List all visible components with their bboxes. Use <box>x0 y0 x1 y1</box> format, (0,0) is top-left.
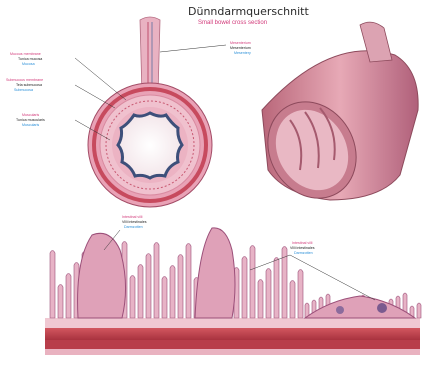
villus <box>290 281 295 319</box>
villus <box>162 277 167 319</box>
villus <box>266 269 271 319</box>
villus <box>274 258 279 319</box>
villus <box>417 303 421 318</box>
villus <box>146 254 151 319</box>
villus <box>178 255 183 319</box>
villus <box>170 266 175 319</box>
villus <box>130 276 135 319</box>
mesentery-label-en: Mesentery <box>234 52 251 56</box>
villus <box>50 251 55 319</box>
mucous-label-en: Mucosa <box>22 63 35 67</box>
villus <box>186 244 191 319</box>
villus <box>242 257 247 319</box>
villus <box>58 285 63 319</box>
villus <box>138 265 143 319</box>
villi-left-label-en: Darmzotten <box>124 226 143 230</box>
submucous-label-en: Submucosa <box>14 89 33 93</box>
cross-section <box>88 83 212 207</box>
villus <box>154 243 159 319</box>
villi-section <box>45 228 421 355</box>
villus <box>250 246 255 319</box>
villi-right-label-en: Darmzotten <box>294 252 313 256</box>
villus <box>258 280 263 319</box>
villus <box>298 270 303 319</box>
muscularis-label-en: Muscularis <box>22 124 39 128</box>
tube-3d <box>251 22 419 214</box>
diagram-title: Dünndarmquerschnitt <box>188 6 309 17</box>
diagram-subtitle: Small bowel cross section <box>198 20 267 26</box>
villus <box>66 274 71 319</box>
